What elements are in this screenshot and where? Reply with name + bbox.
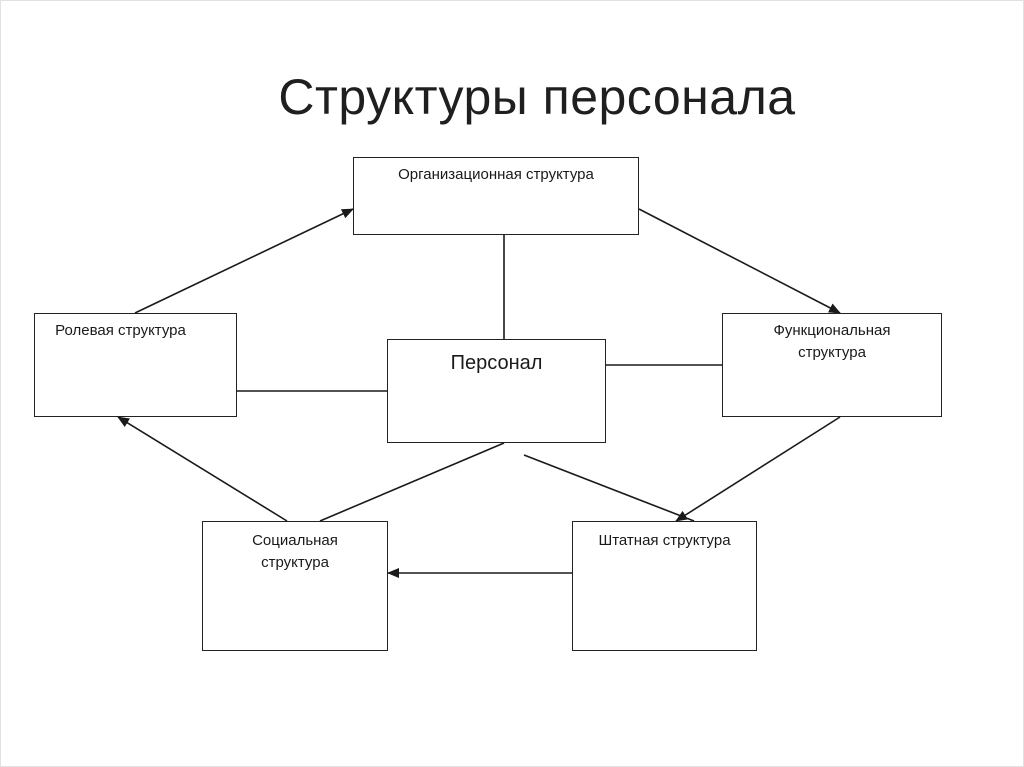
link-center-staffing — [523, 454, 695, 522]
node-label-line2: структура — [261, 554, 329, 571]
node-role-structure: Ролевая структура — [34, 313, 237, 417]
node-personnel: Персонал — [387, 339, 606, 443]
node-label: Ролевая структура — [55, 322, 186, 339]
node-functional-structure: Функциональная структура — [722, 313, 942, 417]
node-label: Организационная структура — [398, 166, 594, 183]
node-staffing-structure: Штатная структура — [572, 521, 757, 651]
arrow-functional-to-staffing — [675, 416, 841, 522]
node-organizational-structure: Организационная структура — [353, 157, 639, 235]
link-center-social — [319, 442, 505, 522]
node-label-line2: структура — [798, 344, 866, 361]
page-title: Структуры персонала — [278, 69, 796, 125]
node-label: Персонал — [450, 352, 543, 374]
arrow-social-to-role — [117, 416, 288, 522]
arrow-role-to-org — [134, 208, 354, 314]
node-social-structure: Социальная структура — [202, 521, 388, 651]
node-label-line1: Социальная — [252, 532, 338, 549]
node-label-line1: Функциональная — [773, 322, 891, 339]
node-label: Штатная структура — [598, 532, 731, 549]
arrow-org-to-functional — [638, 208, 841, 314]
